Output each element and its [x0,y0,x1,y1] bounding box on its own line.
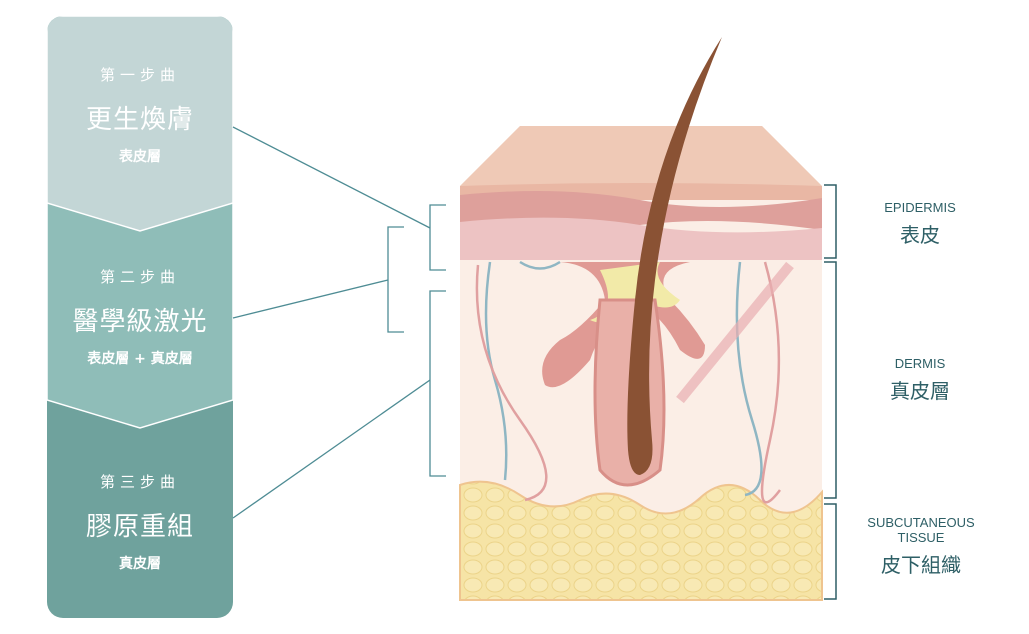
step-layer: 表皮層 + 真皮層 [87,351,193,367]
step-number: 第二步曲 [99,268,180,286]
layer-brackets [824,184,837,600]
step-3: 第三步曲 膠原重組 真皮層 [47,471,233,573]
layer-zh: 表皮 [900,223,940,247]
layer-en: SUBCUTANEOUS TISSUE [867,515,975,545]
step-title: 更生煥膚 [85,105,194,135]
layer-en: EPIDERMIS [884,200,956,215]
layer-zh: 皮下組織 [881,553,961,577]
label-subcutaneous: SUBCUTANEOUS TISSUE 皮下組織 [856,515,986,578]
connectors [232,126,446,519]
step-layer: 表皮層 [119,149,161,165]
step-1: 第一步曲 更生煥膚 表皮層 [47,64,233,166]
step-number: 第三步曲 [99,473,180,491]
step1-block [47,16,233,232]
skin-cross-section [459,37,823,601]
step-layer: 真皮層 [119,556,161,572]
layer-en: DERMIS [894,356,946,371]
step-title: 膠原重組 [85,512,194,542]
steps-panel [47,16,233,618]
layer-zh: 真皮層 [890,379,950,403]
label-dermis: DERMIS 真皮層 [850,356,990,404]
label-epidermis: EPIDERMIS 表皮 [850,200,990,248]
step-number: 第一步曲 [99,66,180,84]
step-2: 第二步曲 醫學級激光 表皮層 + 真皮層 [47,266,233,368]
step-title: 醫學級激光 [72,307,208,337]
